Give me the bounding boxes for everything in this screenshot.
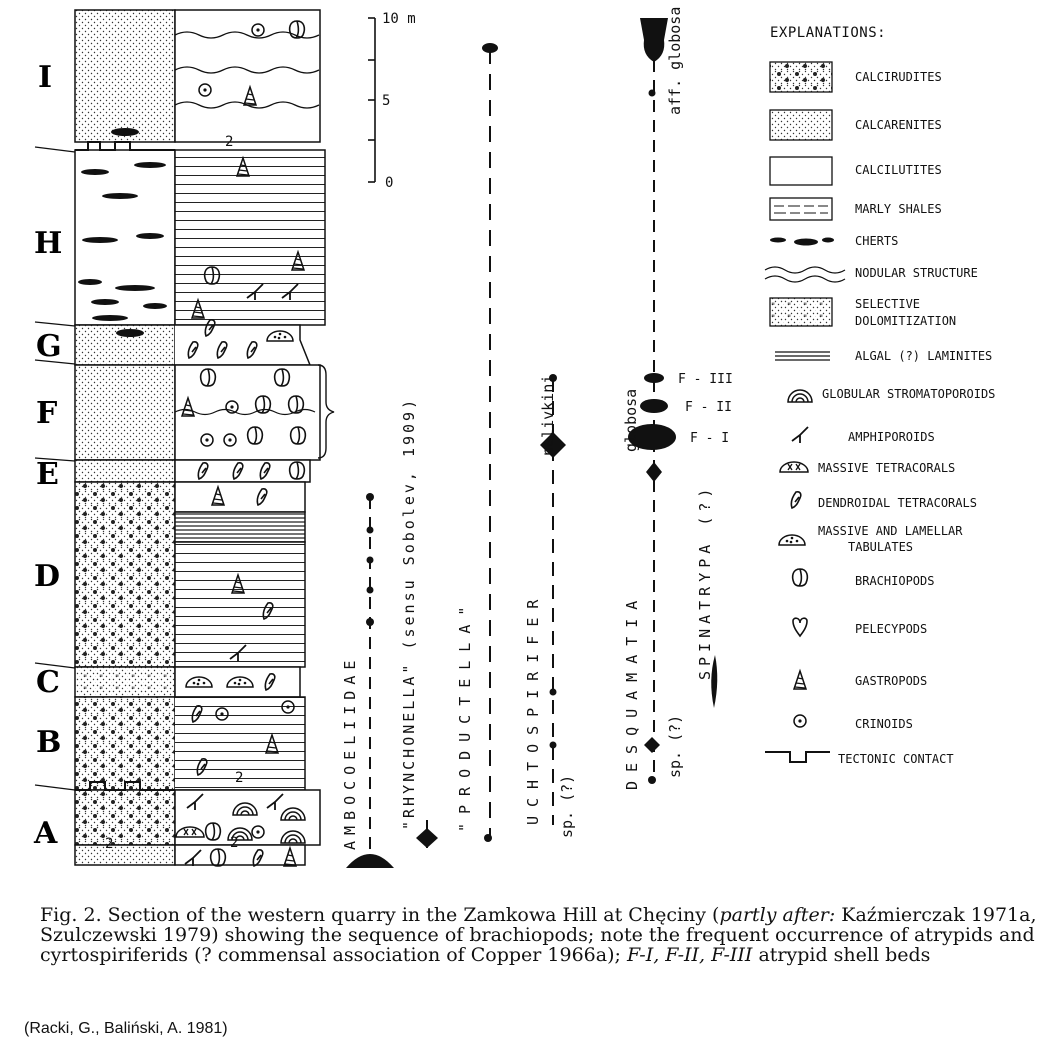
legend-label: AMPHIPOROIDS (848, 430, 935, 444)
lithology-column (34, 9, 176, 866)
taxon-desquamatia: DESQUAMATIA (623, 592, 641, 790)
legend-swatch-tectonic-contact (765, 751, 830, 763)
svg-text:2: 2 (235, 770, 243, 786)
taxon-ambocoeliidae: AMBOCOELIIDAE (341, 655, 359, 850)
taxon-productella: "PRODUCTELLA" (456, 598, 474, 832)
legend-swatch-tabulates (778, 534, 806, 546)
taxon-desquamatia-aff-globosa: aff. globosa (666, 7, 684, 115)
legend-label: GASTROPODS (855, 674, 927, 688)
legend-label: CRINOIDS (855, 717, 913, 731)
legend-swatch-dolomitization (769, 297, 833, 327)
legend-swatch-amphiporoids (791, 426, 809, 444)
taxon-spinatrypa: SPINATRYPA (?) (696, 484, 714, 680)
figure-caption: Fig. 2. Section of the western quarry in… (40, 904, 1037, 966)
unit-labels: I H G F E D C B A (33, 60, 62, 851)
unit-label: G (36, 329, 62, 364)
legend-swatch-massive-tetracorals (779, 461, 809, 473)
legend-title: EXPLANATIONS: (770, 25, 886, 41)
shell-bed-f3: F - III (678, 372, 733, 387)
legend-swatch-dendroidal-tetracorals (790, 491, 802, 509)
legend-label: DENDROIDAL TETRACORALS (818, 496, 977, 510)
legend-label: SELECTIVE (855, 297, 920, 311)
legend-label: NODULAR STRUCTURE (855, 266, 978, 280)
unit-label: A (33, 816, 58, 851)
facies-column (174, 9, 335, 867)
scale-label-top: 10 m (382, 11, 416, 27)
legend-swatch-calcarenites (769, 109, 833, 141)
taxon-desquamatia-globosa: globosa (622, 389, 640, 452)
taxon-rhynchonella: "RHYNCHONELLA" (sensu Sobolev, 1909) (400, 397, 418, 830)
taxon-desquamatia-sp: sp. (?) (666, 715, 684, 778)
legend-swatch-algal-laminites (775, 351, 830, 361)
legend-label: MARLY SHALES (855, 202, 942, 216)
legend-label: TABULATES (848, 540, 913, 554)
legend-swatch-marly-shales (769, 197, 833, 221)
source-citation: (Racki, G., Baliński, A. 1981) (24, 1020, 228, 1037)
legend-swatch-brachiopods (791, 568, 809, 587)
legend-label: CALCIRUDITES (855, 70, 942, 84)
scale-label-bottom: 0 (385, 175, 393, 191)
taxon-uchtospirifer-nalivkini: nalivkini (539, 375, 557, 456)
legend-label: ALGAL (?) LAMINITES (855, 349, 992, 363)
legend-label: CHERTS (855, 234, 898, 248)
shell-bed-f1: F - I (690, 431, 729, 446)
unit-label: C (36, 665, 60, 700)
taxon-uchtospirifer-sp: sp. (?) (558, 775, 576, 838)
shell-bed-labels: F - III F - II F - I (678, 372, 733, 446)
legend-label: DOLOMITIZATION (855, 314, 956, 328)
legend-swatch-calcirudites (769, 61, 833, 93)
unit-label: I (38, 60, 52, 95)
unit-label: H (34, 226, 62, 261)
legend-swatch-pelecypods (792, 617, 808, 637)
legend-label: GLOBULAR STROMATOPOROIDS (822, 387, 995, 401)
svg-text:2: 2 (230, 835, 238, 851)
gap-marks: 2 2 2 2 (105, 134, 243, 852)
taxon-names: AMBOCOELIIDAE "RHYNCHONELLA" (sensu Sobo… (341, 7, 714, 850)
svg-text:2: 2 (105, 836, 113, 852)
taxon-uchtospirifer: UCHTOSPIRIFER (524, 591, 542, 825)
taxon-range-lines (346, 18, 718, 868)
unit-label: D (34, 559, 60, 594)
unit-label: F (36, 396, 57, 431)
legend-swatch-crinoids (793, 714, 807, 728)
legend-label: CALCILUTITES (855, 163, 942, 177)
legend: EXPLANATIONS: CALCIRUDITES CALCARENITES … (764, 25, 995, 766)
legend-swatch-gastropods (793, 670, 807, 690)
unit-label: B (36, 725, 61, 760)
legend-label: CALCARENITES (855, 118, 942, 132)
stratigraphic-section-figure: " (33, 7, 995, 868)
legend-swatch-stromatoporoids (787, 389, 813, 403)
shell-bed-f2: F - II (685, 400, 732, 415)
scale-bar: 10 m 5 0 (368, 11, 416, 191)
unit-label: E (36, 457, 59, 492)
legend-swatch-nodular (764, 266, 846, 283)
legend-swatch-calcilutites (769, 156, 833, 186)
legend-swatch-cherts (770, 237, 834, 246)
legend-label: BRACHIOPODS (855, 574, 934, 588)
legend-label: MASSIVE TETRACORALS (818, 461, 955, 475)
scale-label-mid: 5 (382, 93, 390, 109)
legend-label: TECTONIC CONTACT (838, 752, 954, 766)
svg-text:2: 2 (225, 134, 233, 150)
legend-label: PELECYPODS (855, 622, 927, 636)
legend-label: MASSIVE AND LAMELLAR (818, 524, 963, 538)
